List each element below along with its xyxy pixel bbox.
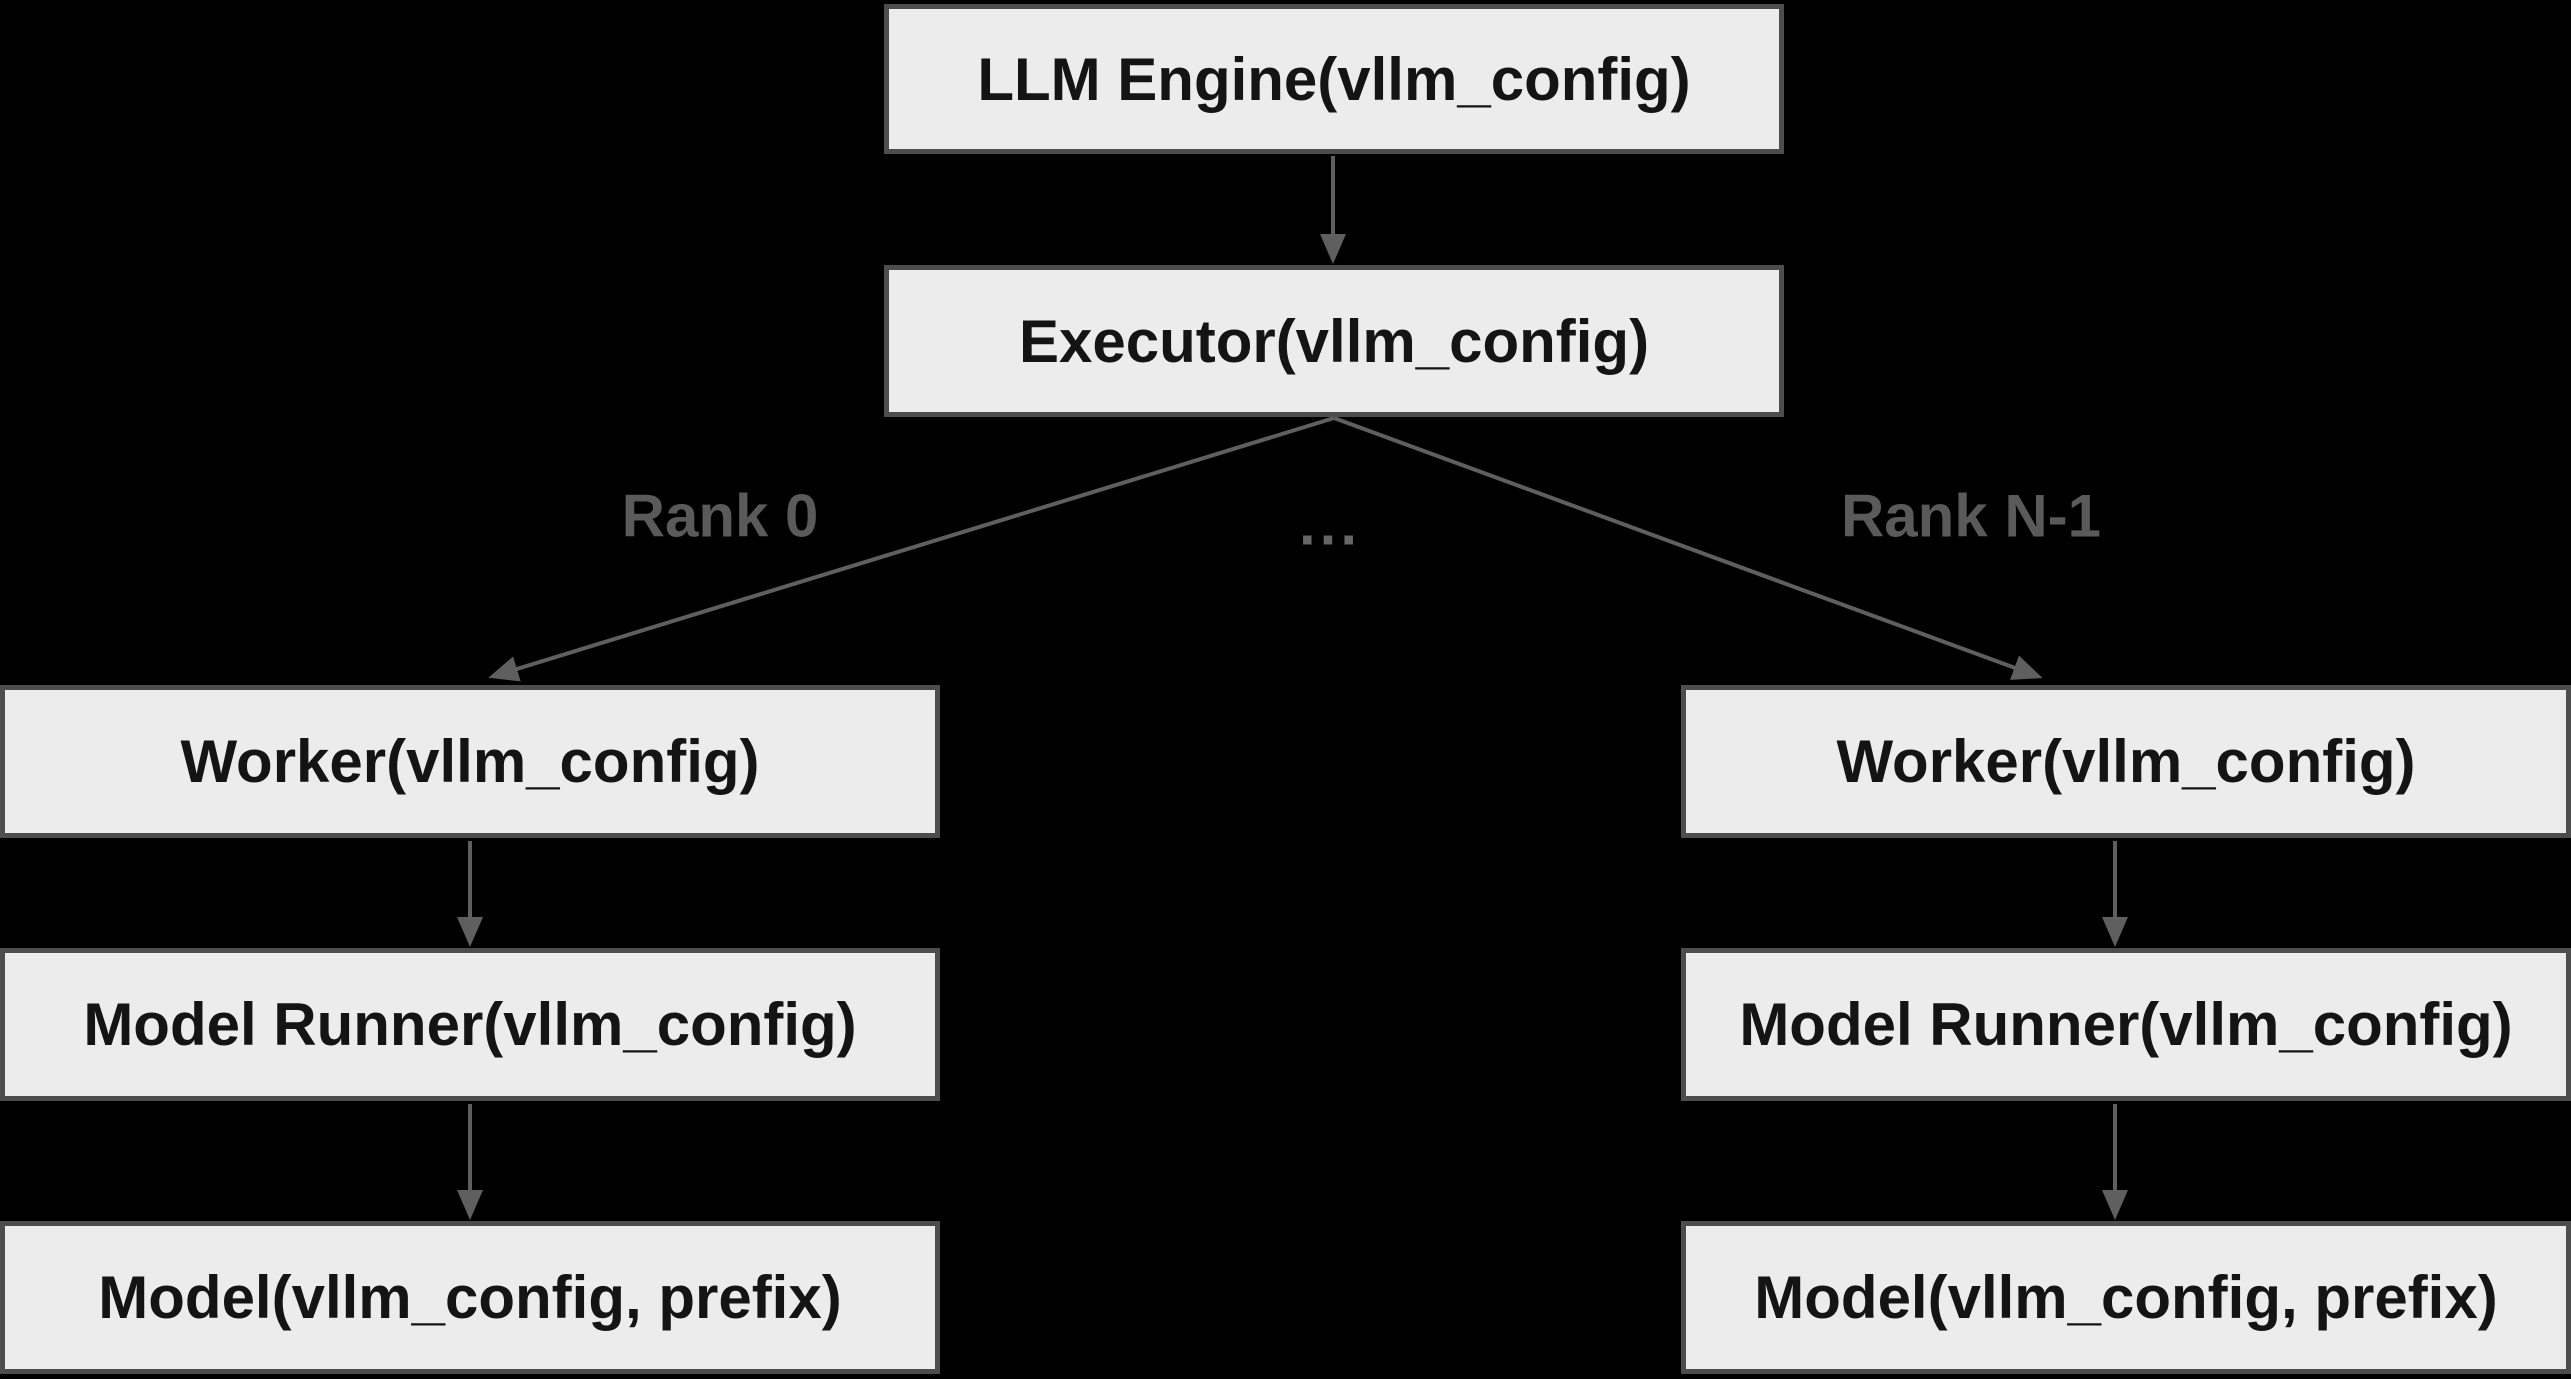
node-worker-left: Worker(vllm_config)	[0, 685, 940, 838]
node-model-left: Model(vllm_config, prefix)	[0, 1221, 940, 1374]
node-llm-engine: LLM Engine(vllm_config)	[884, 4, 1784, 154]
node-label: Model(vllm_config, prefix)	[98, 1264, 842, 1331]
edge-label-ellipsis: ...	[1298, 490, 1362, 558]
node-model-runner-left: Model Runner(vllm_config)	[0, 948, 940, 1101]
edge-executor-to-worker-left	[488, 416, 1335, 682]
node-model-right: Model(vllm_config, prefix)	[1681, 1221, 2571, 1374]
node-label: Model(vllm_config, prefix)	[1754, 1264, 2498, 1331]
node-worker-right: Worker(vllm_config)	[1681, 685, 2571, 838]
node-label: Model Runner(vllm_config)	[1739, 991, 2513, 1058]
node-label: Worker(vllm_config)	[1836, 728, 2416, 795]
edge-executor-to-worker-right	[1333, 416, 2043, 680]
edge-label-rank-n-1: Rank N-1	[1840, 482, 2102, 550]
node-model-runner-right: Model Runner(vllm_config)	[1681, 948, 2571, 1101]
node-label: Worker(vllm_config)	[180, 728, 760, 795]
edge-label-rank-0: Rank 0	[621, 482, 819, 550]
node-label: Executor(vllm_config)	[1018, 307, 1650, 375]
node-executor: Executor(vllm_config)	[884, 265, 1784, 417]
node-label: Model Runner(vllm_config)	[83, 991, 857, 1058]
node-label: LLM Engine(vllm_config)	[977, 45, 1691, 113]
